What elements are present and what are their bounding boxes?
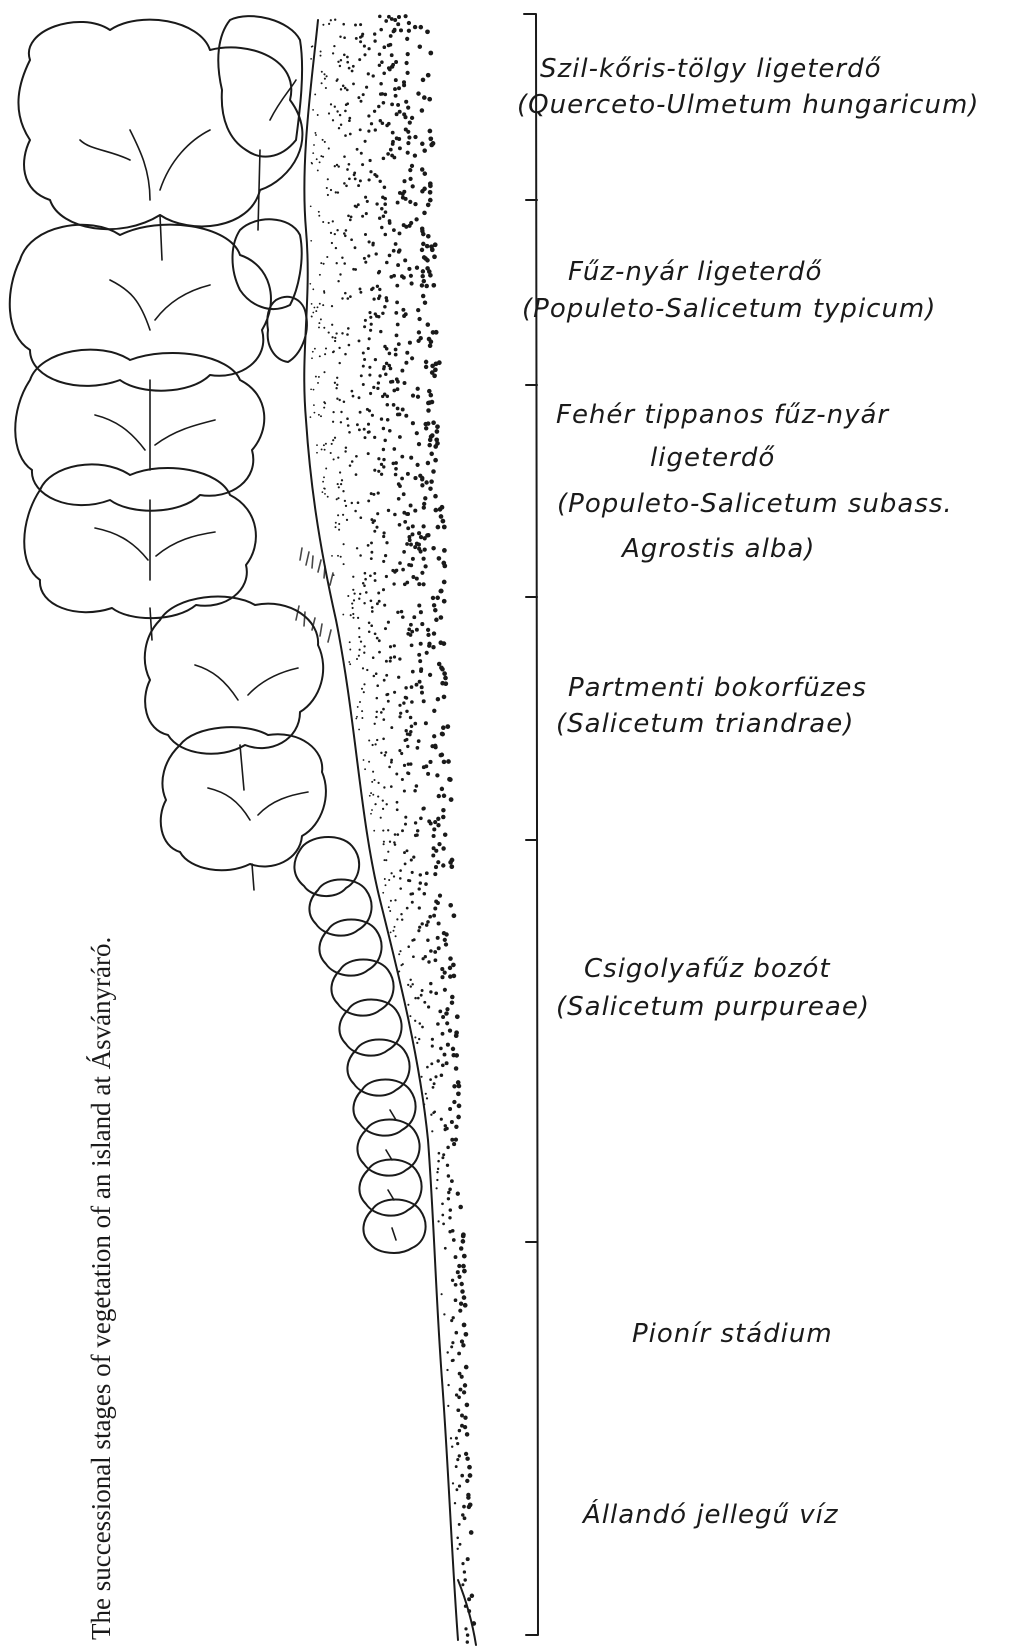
stage-partmenti-line-2: (Salicetum triandrae) xyxy=(556,709,854,739)
figure-caption: The successional stages of vegetation of… xyxy=(86,937,116,1640)
white-bent-willow-poplar-trees xyxy=(145,597,326,890)
almond-willow-shrubs xyxy=(294,837,409,1096)
stage-feher-line-3: (Populeto-Salicetum subass. xyxy=(557,489,953,519)
stage-csigolyafuz-line-1: Csigolyafűz bozót xyxy=(584,954,831,984)
oak-elm-ash-forest-trees xyxy=(18,16,302,260)
stage-pionir-line-1: Pionír stádium xyxy=(632,1319,833,1349)
stage-szil-line-2: (Querceto-Ulmetum hungaricum) xyxy=(517,90,979,120)
stage-csigolyafuz-line-2: (Salicetum purpureae) xyxy=(556,992,870,1022)
stage-feher-line-4: Agrostis alba) xyxy=(620,534,815,564)
stage-fuz-nyar-line-1: Fűz-nyár ligeterdő xyxy=(568,257,822,287)
stage-partmenti-line-1: Partmenti bokorfüzes xyxy=(568,673,867,703)
stage-feher-line-1: Fehér tippanos fűz-nyár xyxy=(556,400,890,430)
stage-feher-line-2: ligeterdő xyxy=(650,443,775,473)
stage-scale-bar xyxy=(524,14,538,1635)
stage-labels: Szil-kőris-tölgy ligeterdő (Querceto-Ulm… xyxy=(517,54,979,1530)
willow-poplar-forest-trees xyxy=(10,219,307,640)
stage-szil-line-1: Szil-kőris-tölgy ligeterdő xyxy=(540,54,882,84)
sediment-stipple xyxy=(309,14,476,1644)
purple-willow-shrubs xyxy=(353,1080,425,1253)
stage-allando-line-1: Állandó jellegű víz xyxy=(581,1498,839,1530)
stage-fuz-nyar-line-2: (Populeto-Salicetum typicum) xyxy=(522,294,936,324)
